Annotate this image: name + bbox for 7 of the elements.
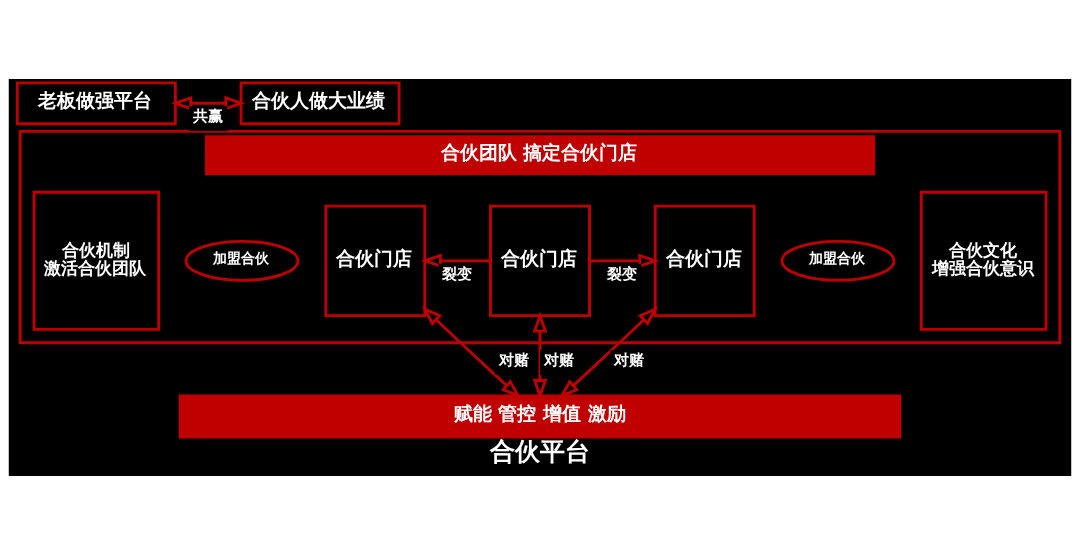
edge-label: 裂变 xyxy=(607,264,638,283)
caption: 合伙平台 xyxy=(489,436,590,466)
edge-label: 对赌 xyxy=(543,350,574,369)
edge-label: 共赢 xyxy=(192,106,223,125)
edge-label: 裂变 xyxy=(442,264,473,283)
edge-label: 对赌 xyxy=(499,350,530,369)
edge-label: 对赌 xyxy=(614,350,645,369)
